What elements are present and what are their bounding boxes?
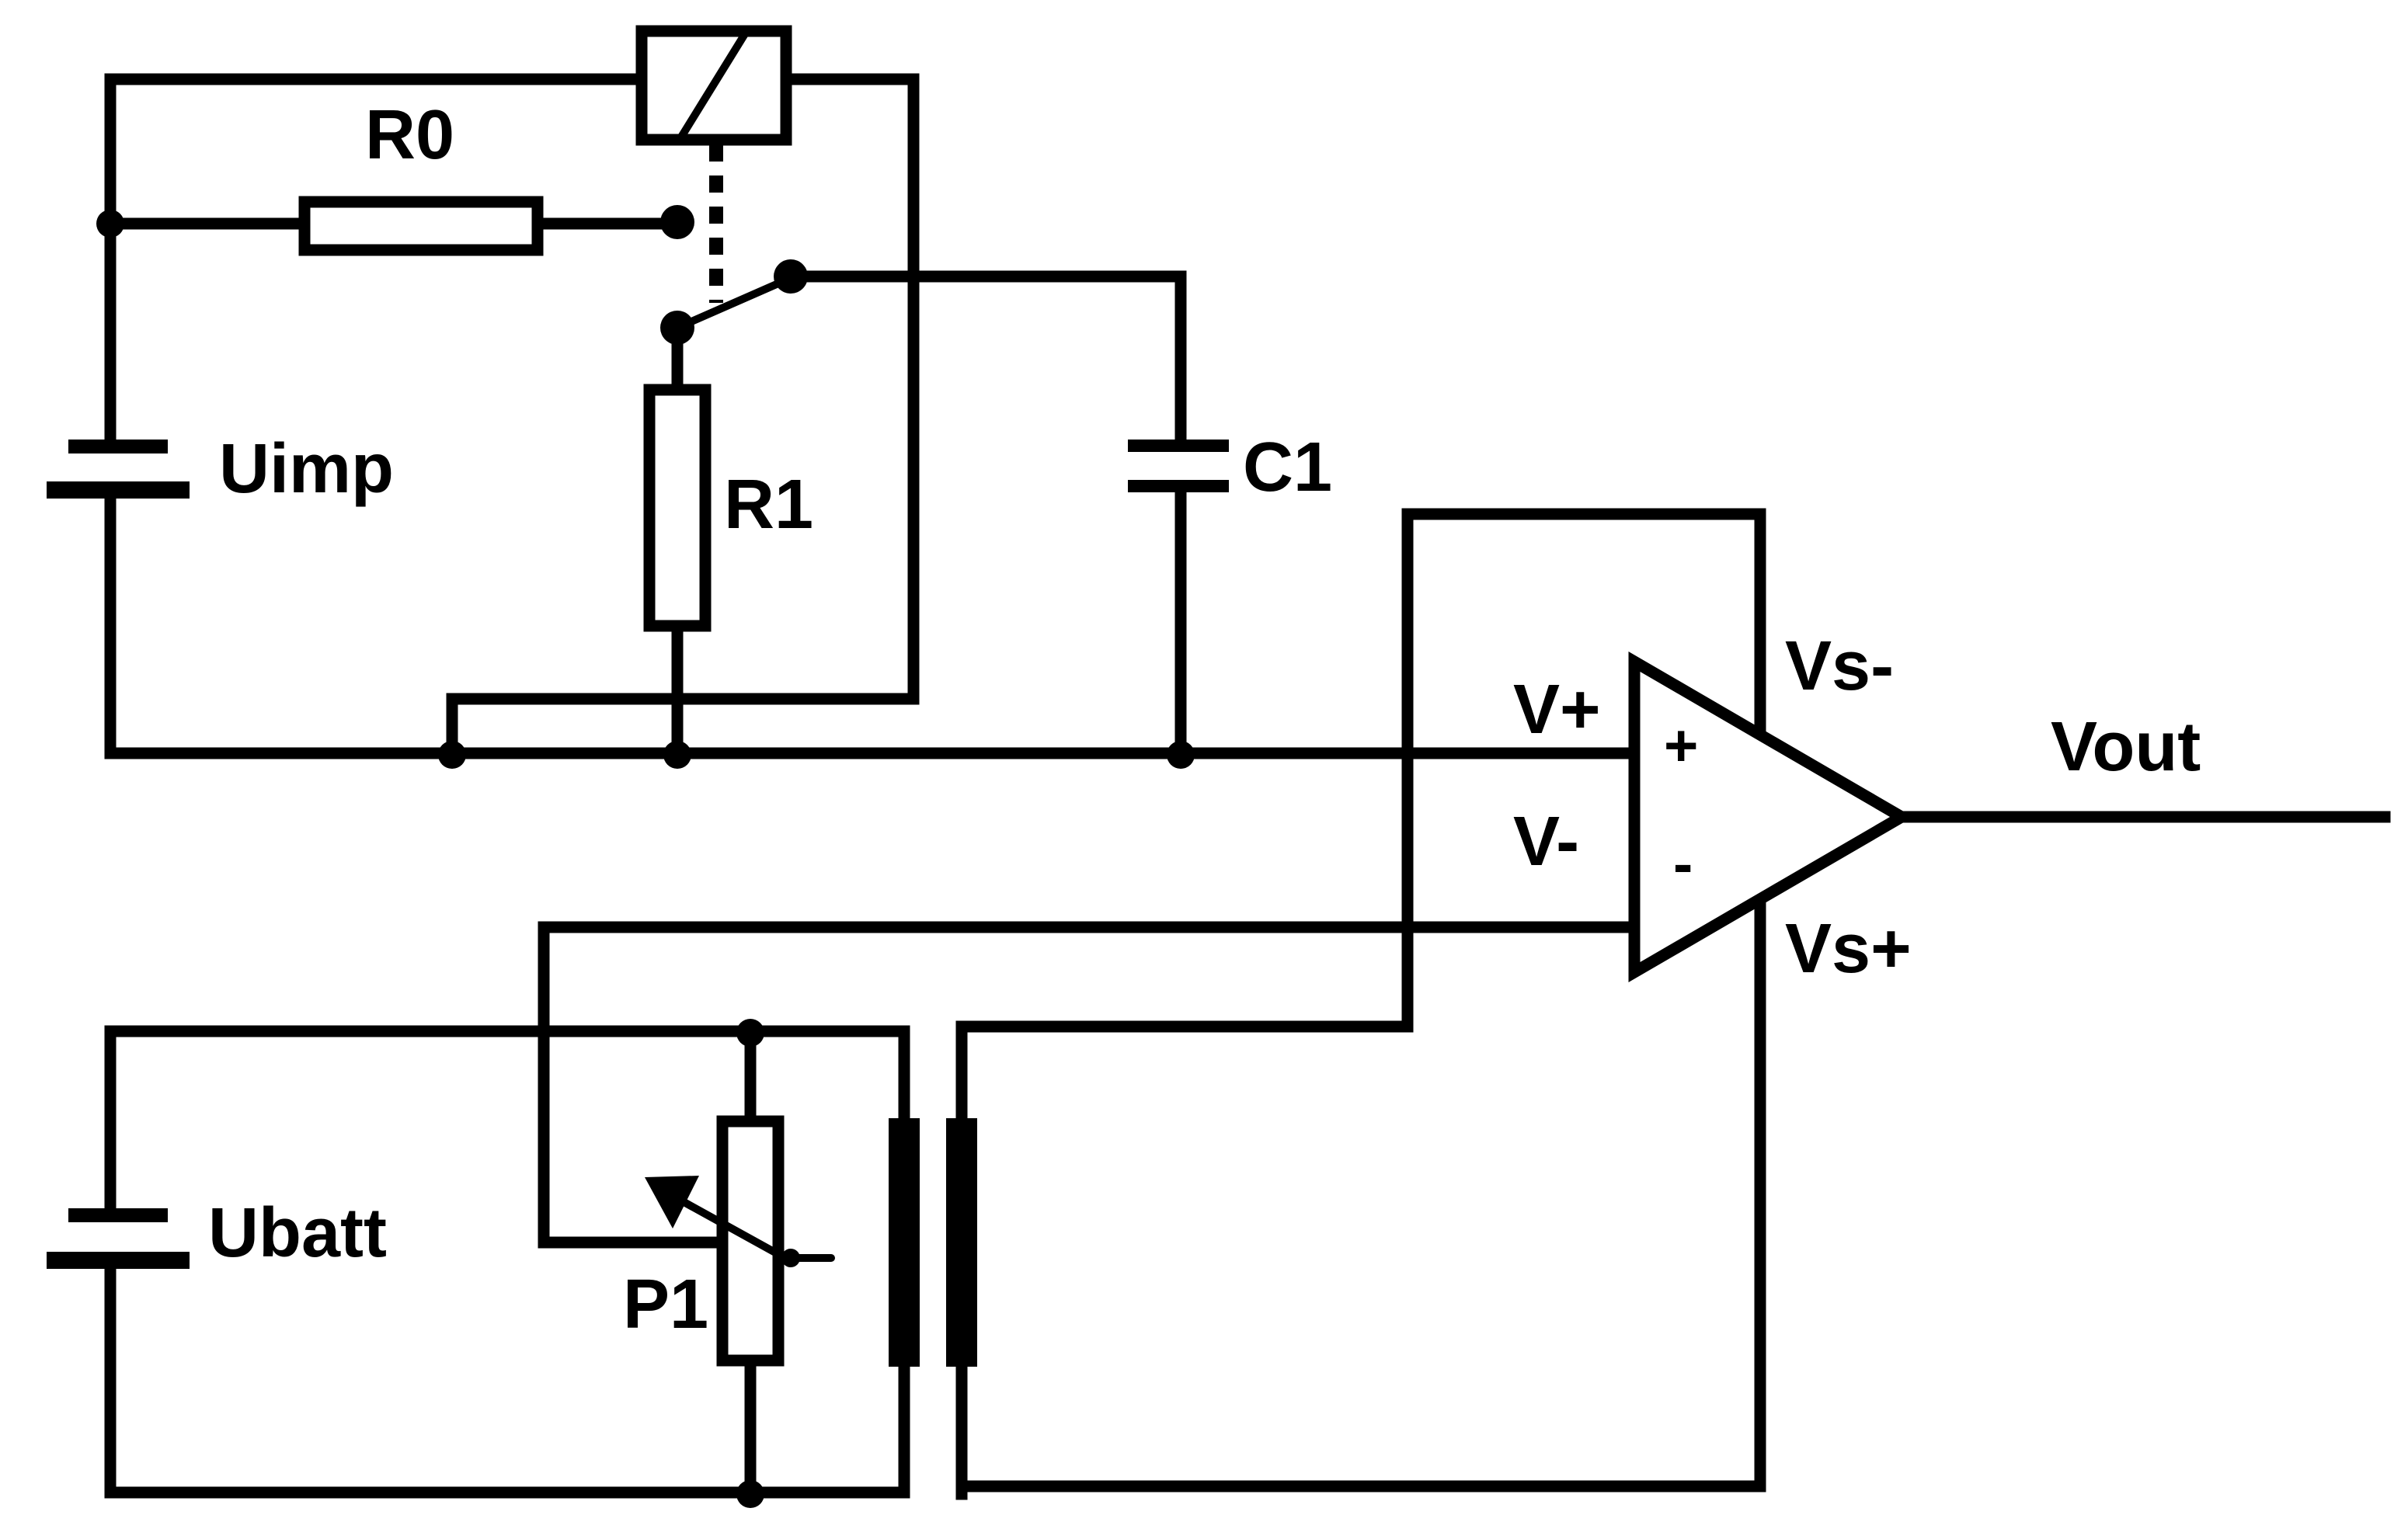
wire-vs-minus [959,508,1766,1033]
op-amp [538,508,2391,1492]
wire-ubatt-bottom [104,1263,910,1499]
label-opamp-plus: + [1664,713,1698,779]
resistor-r1 [643,384,712,632]
wire-vs-plus [959,896,1766,1492]
battery-uimp-short-plate [68,440,168,453]
wire-relay-to-return [446,73,920,759]
label-ubatt: Ubatt [208,1194,387,1272]
potentiometer-arrowhead [645,1176,699,1228]
capacitor-c1-top-plate [1128,440,1229,452]
label-v-minus: V- [1513,803,1579,881]
wire-ubatt-top [104,1025,910,1218]
label-c1: C1 [1243,429,1332,506]
coupling-plate-left [889,1118,920,1367]
label-opamp-minus: - [1673,831,1693,897]
wire-v-minus [538,921,1634,1249]
label-vout: Vout [2051,708,2201,786]
junction-bus-r1 [663,741,691,769]
labels: R0 R1 C1 Uimp Ubatt P1 V+ V- Vs- Vs+ Vou… [208,96,2201,1343]
label-p1: P1 [623,1266,708,1343]
relay-coil-diagonal [677,29,750,142]
wire-switch-to-c1 [785,270,1187,452]
lower-circuit [47,1019,977,1508]
upper-circuit [47,25,1637,769]
junction-bus-relay [438,741,466,769]
junction-p1-top [736,1019,764,1047]
junction-bus-c1 [1167,741,1195,769]
battery-uimp-long-plate [47,481,190,499]
r0-switch-contact [660,205,694,239]
wire-uimp-to-relay [104,73,648,449]
relay-coil [635,25,792,146]
label-v-plus: V+ [1513,671,1601,749]
junction-r0-left [96,210,124,238]
op-amp-triangle [1628,651,1913,983]
junction-p1-bottom [736,1480,764,1508]
battery-ubatt-short-plate [68,1208,168,1222]
junction-pot-wiper [781,1249,800,1267]
label-vs-minus: Vs- [1785,627,1894,705]
label-uimp: Uimp [219,430,394,508]
label-r1: R1 [724,466,813,544]
battery-ubatt-long-plate [47,1252,190,1269]
resistor-r0 [298,196,544,256]
switch-blade [673,274,795,332]
label-r0: R0 [365,96,454,174]
potentiometer-wiper [669,1192,795,1265]
label-vs-plus: Vs+ [1785,910,1912,988]
